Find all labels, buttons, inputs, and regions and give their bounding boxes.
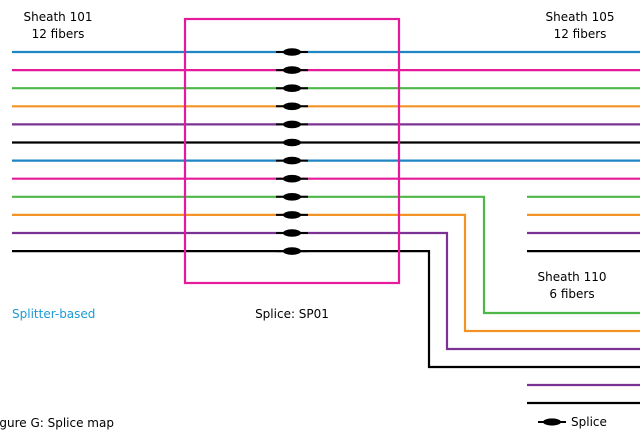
- legend: Splice: [538, 415, 607, 429]
- sheath-110-routed-fiber: [292, 213, 640, 333]
- splice-point: [283, 84, 301, 92]
- splice-point: [283, 211, 301, 219]
- sheath-110-routed-fiber: [292, 195, 640, 315]
- splice-label: Splice: SP01: [255, 307, 329, 321]
- splitter-note: Splitter-based: [12, 307, 95, 321]
- sheath-101-fibers: 12 fibers: [32, 27, 85, 41]
- sheath-110-name: Sheath 110: [538, 270, 607, 284]
- splice-point: [283, 174, 301, 183]
- splice-enclosure: [183, 17, 401, 285]
- splice-point: [283, 229, 301, 237]
- sheath-101-name: Sheath 101: [24, 10, 93, 24]
- sheath-110-fibers: 6 fibers: [549, 287, 594, 301]
- splice-point: [283, 138, 301, 147]
- sheath-105-name: Sheath 105: [546, 10, 615, 24]
- sheath-110-routed-fiber: [292, 250, 640, 369]
- legend-label: Splice: [571, 415, 607, 429]
- splice-point: [283, 247, 301, 255]
- splice-point: [283, 120, 301, 129]
- splice-point: [283, 66, 301, 74]
- fiber-lines: [12, 50, 640, 405]
- splice-point: [283, 102, 301, 111]
- splice-point: [283, 156, 301, 165]
- splice-points: [276, 48, 308, 255]
- sheath-105-fibers: 12 fibers: [554, 27, 607, 41]
- splice-point: [283, 48, 301, 56]
- splice-point: [283, 193, 301, 201]
- figure-caption: Figure G: Splice map: [0, 416, 114, 430]
- sheath-110-routed-fiber: [292, 231, 640, 351]
- splice-icon: [543, 418, 561, 426]
